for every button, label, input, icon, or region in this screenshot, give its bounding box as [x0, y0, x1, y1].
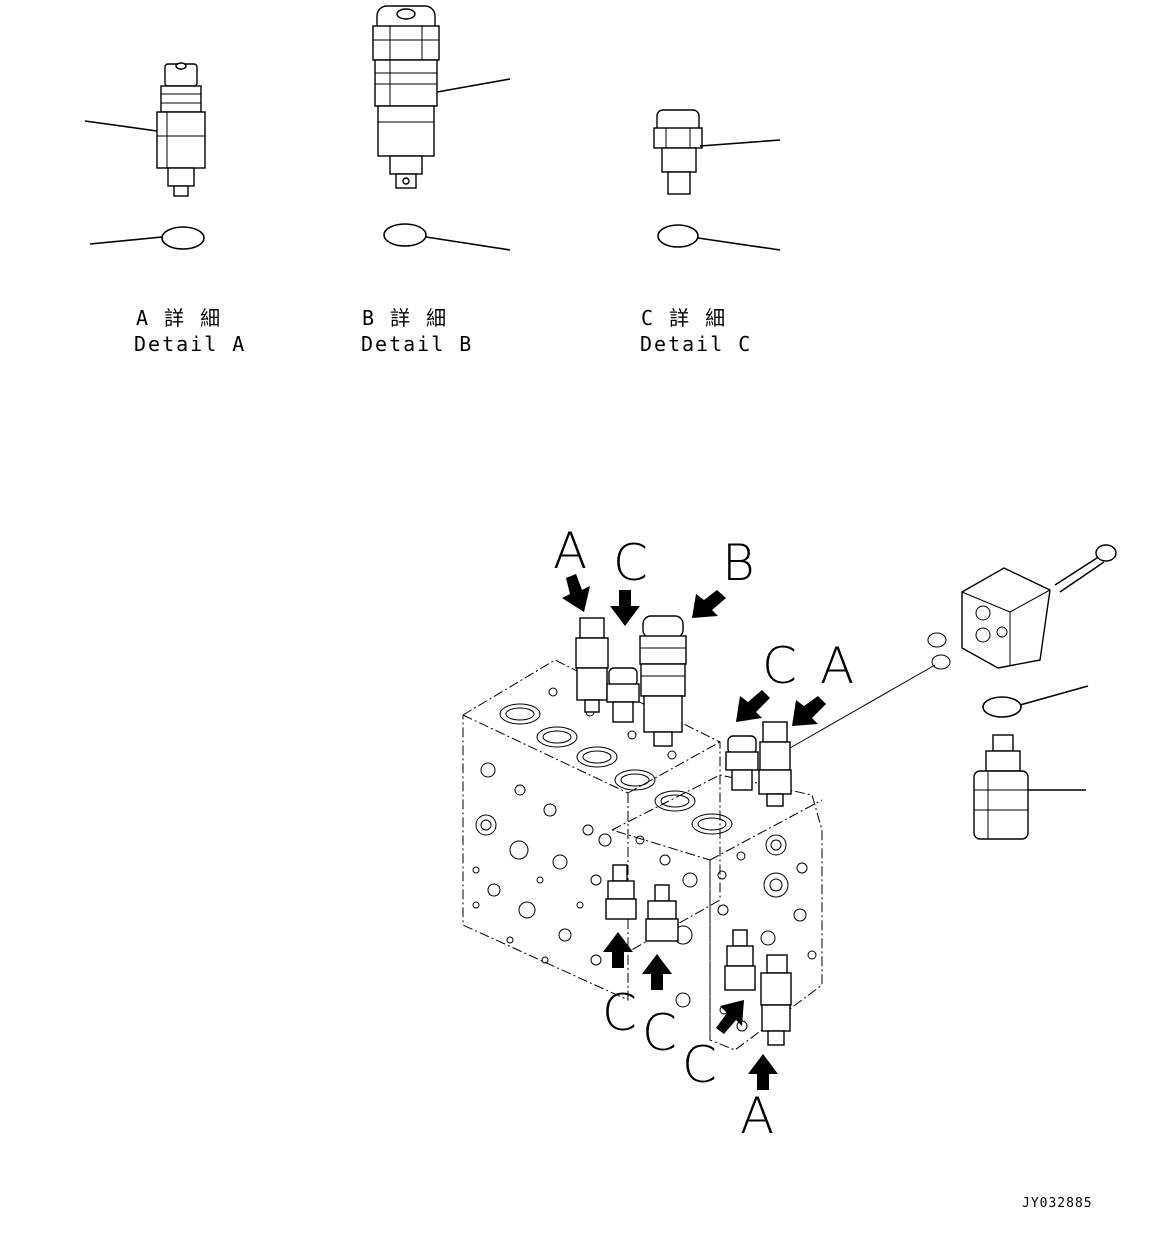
- detail-c-o-ring: [657, 224, 699, 248]
- detail-a-o-ring: [161, 226, 205, 250]
- arrow-c-low-2: [642, 954, 672, 990]
- detail-a-leader-valve: [84, 120, 158, 132]
- detail-a-leader-ring: [89, 236, 163, 245]
- valve-c-low-3: [724, 929, 756, 991]
- exploded-leader-line: [789, 664, 936, 749]
- detail-b-leader-valve: [436, 78, 511, 93]
- callout-c-top: C: [613, 534, 648, 592]
- arrow-c-low-3: [716, 1000, 744, 1034]
- arrow-c-mid: [736, 690, 770, 722]
- exploded-ring-leader: [1019, 685, 1089, 706]
- cover-plate: [961, 567, 1051, 669]
- callout-a-low: A: [740, 1087, 774, 1145]
- valve-a-top: [575, 617, 609, 713]
- callout-a-top: A: [553, 522, 587, 580]
- detail-a-caption-jp: A 詳 細: [136, 306, 222, 330]
- arrow-a-mid: [792, 696, 826, 726]
- callout-c-low-1: C: [602, 984, 637, 1042]
- exploded-valve: [973, 734, 1029, 840]
- valve-b-top: [639, 615, 687, 747]
- detail-c-caption-en: Detail C: [640, 332, 752, 356]
- valve-a-mid: [758, 721, 792, 807]
- detail-b-valve: [372, 5, 440, 189]
- detail-b-leader-ring: [425, 236, 511, 251]
- arrow-b-top: [692, 590, 726, 618]
- detail-b-caption-en: Detail B: [361, 332, 473, 356]
- valve-c-low-1: [605, 864, 637, 920]
- detail-b-caption-jp: B 詳 細: [362, 306, 448, 330]
- detail-a-caption-en: Detail A: [134, 332, 246, 356]
- detail-a-valve: [156, 62, 206, 197]
- callout-c-mid: C: [762, 637, 797, 695]
- callout-a-mid: A: [820, 637, 854, 695]
- exploded-o-ring: [982, 696, 1022, 718]
- valve-a-low: [760, 954, 792, 1046]
- callout-b-top: B: [722, 534, 755, 592]
- arrow-c-low-1: [603, 932, 633, 968]
- arrow-a-top: [562, 574, 590, 612]
- detail-b-o-ring: [383, 223, 427, 247]
- callout-c-low-2: C: [642, 1004, 677, 1062]
- drawing-code: JY032885: [1022, 1196, 1093, 1211]
- mounting-bolt: [1054, 544, 1117, 593]
- small-o-ring-1: [927, 632, 947, 648]
- detail-c-caption-jp: C 詳 細: [641, 306, 727, 330]
- detail-c-leader-plug: [699, 139, 781, 147]
- detail-c-leader-ring: [697, 237, 781, 251]
- arrow-a-low: [748, 1054, 778, 1090]
- detail-c-plug: [653, 109, 703, 195]
- valve-c-top: [606, 667, 640, 723]
- small-o-ring-2: [931, 654, 951, 670]
- valve-c-low-2: [645, 884, 679, 942]
- valve-c-mid: [725, 735, 759, 791]
- callout-c-low-3: C: [682, 1036, 717, 1094]
- arrow-c-top: [610, 590, 640, 626]
